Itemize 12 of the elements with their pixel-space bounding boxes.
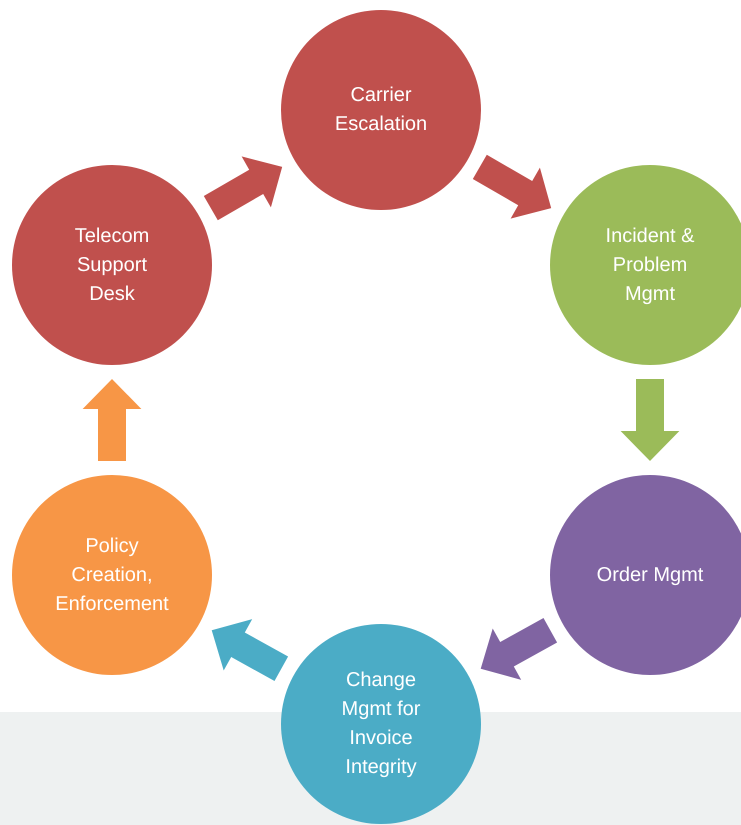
node-label: Policy Creation, Enforcement xyxy=(54,534,170,616)
block-arrow xyxy=(82,379,142,461)
block-arrow xyxy=(472,154,552,219)
node-label: Order Mgmt xyxy=(596,562,704,588)
node-label: Telecom Support Desk xyxy=(74,224,150,306)
block-arrow xyxy=(204,156,282,220)
node-label: Change Mgmt for Invoice Integrity xyxy=(340,668,422,780)
block-arrow xyxy=(212,619,288,681)
block-arrow xyxy=(620,379,680,461)
block-arrow xyxy=(480,618,558,680)
node-label: Incident & Problem Mgmt xyxy=(604,224,696,306)
node-label: Carrier Escalation xyxy=(334,83,428,137)
